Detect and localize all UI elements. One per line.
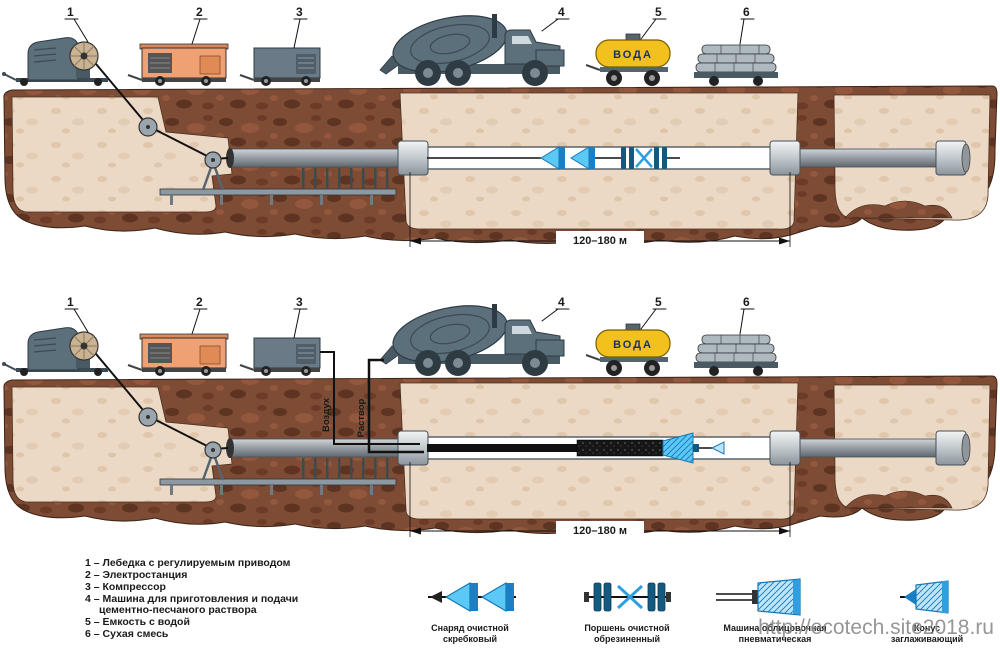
scene2-lining-overlay: Воздух Раствор xyxy=(320,351,725,464)
air-hose-label: Воздух xyxy=(321,397,332,432)
svg-text:Конус: Конус xyxy=(914,623,940,633)
scene-bottom xyxy=(0,293,999,540)
mortar-hose-label: Раствор xyxy=(356,398,367,437)
smoothing-cone-device xyxy=(710,441,725,455)
legend-line-5: 5 – Емкость с водой xyxy=(85,616,190,628)
svg-text:Поршень очистной: Поршень очистной xyxy=(584,623,669,633)
svg-text:скребковый: скребковый xyxy=(443,634,497,644)
svg-text:пневматическая: пневматическая xyxy=(739,634,812,644)
legend-line-4b: цементно-песчаного раствора xyxy=(99,604,257,616)
legend-line-3: 3 – Компрессор xyxy=(85,581,166,593)
watermark-url: http://ecotech.site2018.ru xyxy=(758,616,994,639)
legend-line-4: 4 – Машина для приготовления и подачи xyxy=(85,593,298,605)
svg-text:заглаживающий: заглаживающий xyxy=(891,634,963,644)
scene-top xyxy=(0,3,999,250)
mortar-hose xyxy=(367,358,424,454)
legend-icons: Снаряд очистной скребковый Поршень очист… xyxy=(428,578,963,644)
air-hose xyxy=(320,351,420,445)
svg-text:Машина облицовочная: Машина облицовочная xyxy=(723,623,826,633)
legend-icon-cone: Конус заглаживающий xyxy=(891,580,963,644)
cement-coating xyxy=(576,439,664,457)
scene1-cleaning-devices xyxy=(427,146,680,170)
piston-device xyxy=(621,147,667,169)
svg-text:обрезиненный: обрезиненный xyxy=(594,634,660,644)
lining-machine-device xyxy=(662,432,725,464)
scraper-device xyxy=(540,146,595,170)
legend-line-1: 1 – Лебедка с регулируемым приводом xyxy=(85,557,291,569)
legend-icon-piston: Поршень очистной обрезиненный xyxy=(584,582,671,644)
legend: 1 – Лебедка с регулируемым приводом 2 – … xyxy=(85,557,298,640)
legend-icon-scraper: Снаряд очистной скребковый xyxy=(428,581,516,644)
legend-icon-lining-machine: Машина облицовочная пневматическая xyxy=(716,578,827,644)
svg-text:Снаряд очистной: Снаряд очистной xyxy=(431,623,509,633)
legend-line-2: 2 – Электростанция xyxy=(85,569,187,581)
in-pipe-hose xyxy=(427,444,577,452)
legend-line-6: 6 – Сухая смесь xyxy=(85,628,169,640)
